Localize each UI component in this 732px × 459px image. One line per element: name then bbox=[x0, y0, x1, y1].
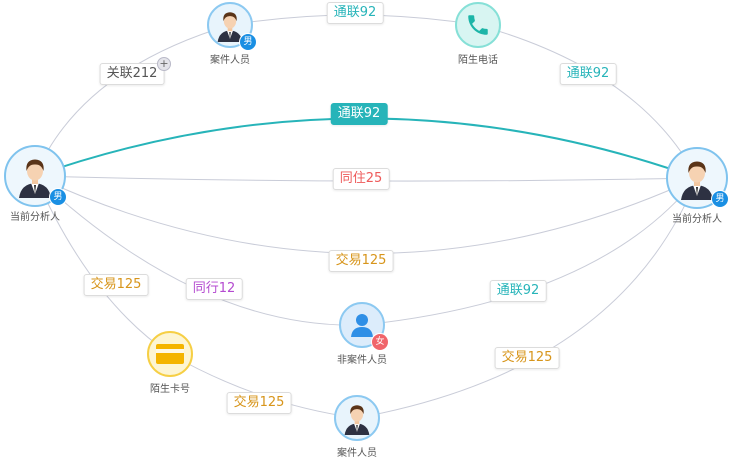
avatar-circle[interactable] bbox=[334, 395, 380, 441]
node-label: 当前分析人 bbox=[672, 214, 722, 225]
phone-circle[interactable] bbox=[455, 2, 501, 48]
edge-travel[interactable] bbox=[34, 175, 363, 326]
person-avatar-icon bbox=[681, 161, 713, 200]
edge-label-cohabit[interactable]: 同住25 bbox=[332, 168, 390, 190]
node-label: 当前分析人 bbox=[10, 212, 60, 223]
person-avatar-icon bbox=[217, 12, 243, 42]
edge-label-comm-lower-right[interactable]: 通联92 bbox=[489, 280, 547, 302]
edge-label-assoc[interactable]: 关联212 bbox=[99, 63, 165, 85]
bank-card-icon bbox=[156, 344, 184, 364]
edge-label-trade-card-bottom[interactable]: 交易125 bbox=[226, 392, 292, 414]
edge-trade-right-bottom[interactable] bbox=[356, 177, 698, 419]
node-label: 陌生电话 bbox=[458, 55, 498, 66]
edge-label-trade-right-bottom[interactable]: 交易125 bbox=[494, 347, 560, 369]
card-circle[interactable] bbox=[147, 331, 193, 377]
edge-label-top-comm[interactable]: 通联92 bbox=[326, 2, 384, 24]
gender-badge-male: 男 bbox=[49, 188, 67, 206]
edge-assoc[interactable] bbox=[34, 24, 231, 177]
edge-label-trade-lower[interactable]: 交易125 bbox=[328, 250, 394, 272]
edge-label-main-comm[interactable]: 通联92 bbox=[330, 103, 388, 125]
gender-badge-female: 女 bbox=[371, 333, 389, 351]
edge-label-trade-card-left[interactable]: 交易125 bbox=[83, 274, 149, 296]
edge-label-travel[interactable]: 同行12 bbox=[185, 278, 243, 300]
phone-icon bbox=[468, 15, 488, 35]
person-avatar-icon bbox=[344, 405, 370, 435]
avatar-circle[interactable] bbox=[207, 2, 253, 48]
edge-label-right-top-comm[interactable]: 通联92 bbox=[559, 63, 617, 85]
gender-badge-male: 男 bbox=[711, 190, 729, 208]
gender-badge-male: 男 bbox=[239, 33, 257, 51]
node-label: 案件人员 bbox=[337, 448, 377, 459]
expand-plus-icon[interactable]: + bbox=[157, 57, 171, 71]
node-label: 案件人员 bbox=[210, 55, 250, 66]
person-silhouette-icon bbox=[351, 314, 373, 337]
person-avatar-icon bbox=[19, 159, 51, 198]
node-label: 陌生卡号 bbox=[150, 384, 190, 395]
edge-right-top-comm[interactable] bbox=[477, 24, 698, 179]
node-label: 非案件人员 bbox=[337, 355, 387, 366]
edge-comm-lower-right[interactable] bbox=[361, 177, 698, 326]
